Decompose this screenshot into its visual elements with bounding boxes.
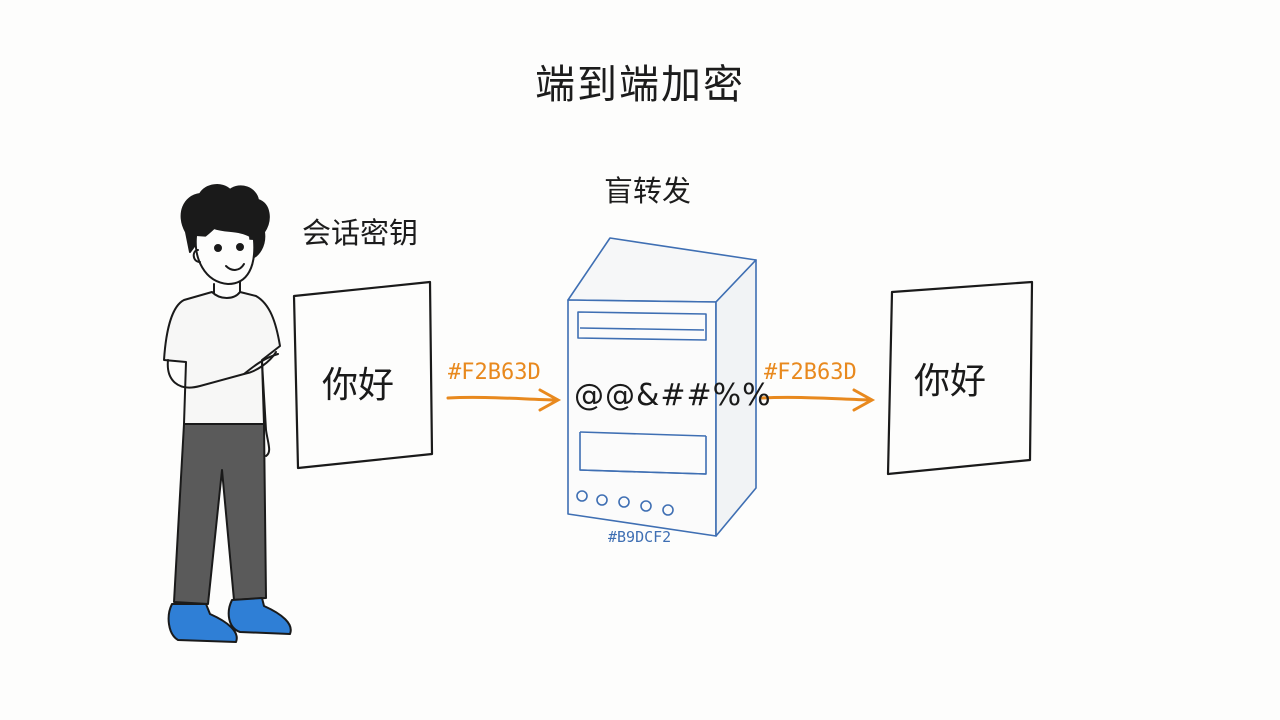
server-id: #B9DCF2 xyxy=(608,528,672,546)
ear xyxy=(192,249,201,263)
left-shoe xyxy=(167,603,238,643)
right-shoe xyxy=(227,597,292,635)
receiver-paper xyxy=(886,280,1034,476)
other-arm xyxy=(261,361,271,457)
relay-label: 盲转发 xyxy=(604,174,692,208)
receiver-message: 你好 xyxy=(914,361,987,402)
arrow-to-receiver xyxy=(760,388,876,412)
smile xyxy=(225,263,245,271)
shirt xyxy=(163,291,281,425)
relay-server xyxy=(567,237,757,537)
left-eye xyxy=(214,244,222,252)
arrow-to-server xyxy=(446,388,562,412)
arm xyxy=(166,351,277,389)
ciphertext: @@&##%% xyxy=(574,378,772,413)
sender-hash: #F2B63D xyxy=(448,360,541,385)
receiver-hash: #F2B63D xyxy=(764,360,857,385)
face xyxy=(194,235,256,285)
sender-message: 你好 xyxy=(322,365,395,406)
person-illustration xyxy=(163,184,292,643)
right-eye xyxy=(236,243,244,251)
session-key-label: 会话密钥 xyxy=(302,216,419,250)
pants xyxy=(173,423,267,605)
finger xyxy=(243,353,279,375)
hair xyxy=(180,184,270,259)
diagram-title: 端到端加密 xyxy=(535,62,745,108)
sender-paper xyxy=(292,280,434,470)
